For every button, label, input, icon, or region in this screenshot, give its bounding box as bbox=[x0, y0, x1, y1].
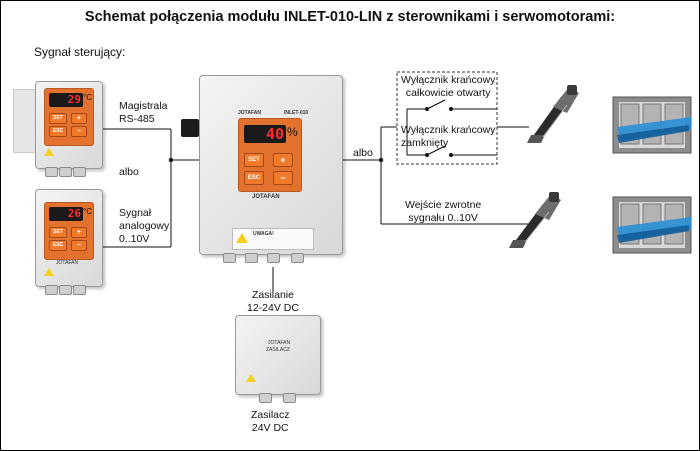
limit-closed-label: Wyłącznik krańcowy zamknięty bbox=[401, 124, 496, 149]
power-input-label: Zasilanie 12-24V DC bbox=[247, 289, 299, 314]
controller-top: 29 °C SET ESC + − bbox=[35, 81, 103, 169]
air-inlet-top bbox=[612, 96, 692, 154]
bus-label: Magistrala RS-485 bbox=[119, 100, 168, 125]
cable-gland bbox=[223, 253, 236, 263]
module-esc-button[interactable]: ESC bbox=[244, 171, 264, 185]
cable-gland bbox=[259, 393, 272, 403]
cable-gland bbox=[267, 253, 280, 263]
analog-label: Sygnał analogowy 0..10V bbox=[119, 207, 170, 245]
limit-open-label: Wyłącznik krańcowy całkowicie otwarty bbox=[401, 74, 496, 99]
or-right-label: albo bbox=[353, 147, 373, 159]
controller-bottom-esc-button[interactable]: ESC bbox=[49, 240, 67, 251]
warning-icon bbox=[44, 268, 54, 276]
cable-gland bbox=[59, 285, 72, 295]
switch-open-blade bbox=[426, 99, 446, 110]
cable-gland bbox=[291, 253, 304, 263]
cable-gland bbox=[45, 167, 58, 177]
diagram-title: Schemat połączenia modułu INLET-010-LIN … bbox=[84, 9, 616, 25]
controller-top-unit: °C bbox=[83, 93, 92, 102]
actuator-bottom bbox=[509, 192, 561, 248]
controller-bottom-set-button[interactable]: SET bbox=[49, 227, 67, 238]
module-set-button[interactable]: SET bbox=[244, 153, 264, 167]
controller-bottom-plus-button[interactable]: + bbox=[71, 227, 87, 238]
module-warning-label: UWAGA! bbox=[232, 228, 314, 250]
controller-bottom-brand: JOTAFAN bbox=[56, 260, 79, 266]
controller-top-esc-button[interactable]: ESC bbox=[49, 126, 67, 137]
module-brand-top: JOTAFAN bbox=[238, 110, 261, 116]
cable-gland bbox=[59, 167, 72, 177]
warning-icon bbox=[44, 148, 54, 156]
cable-gland bbox=[73, 285, 86, 295]
module-panel: 40 % SET ESC + − bbox=[238, 118, 302, 192]
actuator-top bbox=[527, 85, 579, 143]
module-minus-button[interactable]: − bbox=[273, 171, 293, 185]
switch-open-contact-b bbox=[449, 107, 453, 111]
or-left-label: albo bbox=[119, 166, 139, 178]
controller-top-panel: 29 °C SET ESC + − bbox=[44, 88, 94, 146]
cable-gland bbox=[245, 253, 258, 263]
module-display: 40 bbox=[244, 125, 286, 143]
cable-gland bbox=[283, 393, 296, 403]
module-side-connector bbox=[181, 119, 199, 137]
warning-icon bbox=[236, 233, 248, 243]
module-plus-button[interactable]: + bbox=[273, 153, 293, 167]
switch-closed-contact-b bbox=[449, 153, 453, 157]
controller-bottom-panel: 26 °C SET ESC + − bbox=[44, 202, 94, 260]
cable-gland bbox=[45, 285, 58, 295]
module-display-unit: % bbox=[287, 125, 298, 139]
controller-top-plus-button[interactable]: + bbox=[71, 113, 87, 124]
limit-switch-box bbox=[396, 71, 498, 165]
cable-gland bbox=[73, 167, 86, 177]
controller-bottom-minus-button[interactable]: − bbox=[71, 240, 87, 251]
module-brand-logo: JOTAFAN bbox=[252, 194, 280, 200]
control-signal-label: Sygnał sterujący: bbox=[34, 45, 126, 59]
power-supply: JOTAFAN ZASILACZ bbox=[235, 315, 321, 395]
junction-left bbox=[168, 157, 174, 163]
switch-closed-blade bbox=[426, 145, 446, 156]
controller-top-set-button[interactable]: SET bbox=[49, 113, 67, 124]
controller-top-minus-button[interactable]: − bbox=[71, 126, 87, 137]
air-inlet-bottom bbox=[612, 196, 692, 254]
feedback-label: Wejście zwrotne sygnału 0..10V bbox=[405, 199, 482, 224]
controller-bottom-unit: °C bbox=[83, 207, 92, 216]
warning-icon bbox=[246, 374, 256, 382]
psu-model: ZASILACZ bbox=[266, 347, 290, 353]
controller-bottom-display: 26 bbox=[49, 207, 83, 221]
module-warning-title: UWAGA! bbox=[253, 231, 274, 237]
controller-bottom: 26 °C SET ESC + − JOTAFAN bbox=[35, 189, 103, 287]
psu-brand: JOTAFAN bbox=[268, 340, 291, 346]
module-model: INLET-010 bbox=[284, 110, 309, 116]
psu-label: Zasilacz 24V DC bbox=[251, 409, 290, 434]
controller-top-display: 29 bbox=[49, 93, 83, 107]
inlet-module: JOTAFAN INLET-010 40 % SET ESC + − JOTAF… bbox=[199, 75, 343, 255]
